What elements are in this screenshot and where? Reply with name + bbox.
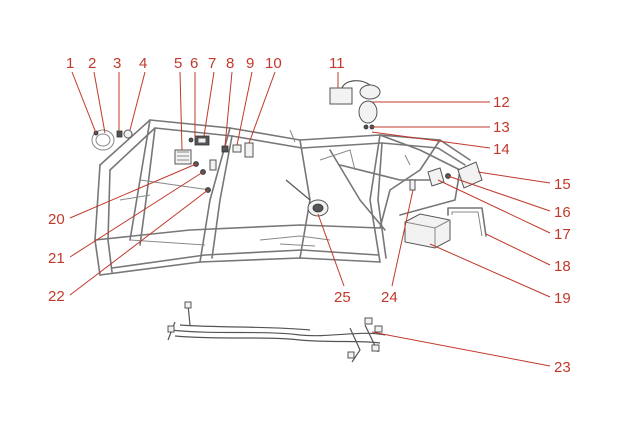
part-3-connector [116, 130, 123, 138]
callout-22: 22 [48, 288, 65, 305]
part-23-wiring-harness [167, 301, 386, 363]
callout-13: 13 [493, 119, 510, 136]
callout-12: 12 [493, 94, 510, 111]
callout-10: 10 [265, 55, 282, 72]
callout-labels: 1 2 3 4 5 6 7 8 9 10 11 12 13 14 15 16 1… [48, 55, 571, 376]
callout-18: 18 [554, 258, 571, 275]
callout-11: 11 [329, 55, 345, 72]
part-11-cdi [329, 80, 371, 105]
atv-frame [94, 119, 471, 276]
callout-17: 17 [554, 226, 571, 243]
part-6-7-ignition [188, 135, 210, 146]
callout-25: 25 [334, 289, 351, 306]
callout-19: 19 [554, 290, 571, 307]
part-15-plate [457, 161, 483, 189]
part-5-regulator [174, 149, 192, 165]
callout-9: 9 [246, 55, 254, 72]
callout-5: 5 [174, 55, 182, 72]
callout-15: 15 [554, 176, 571, 193]
callout-7: 7 [208, 55, 216, 72]
callout-21: 21 [48, 250, 65, 267]
part-19-battery [404, 213, 451, 249]
part-10-bracket [244, 142, 254, 158]
callout-24: 24 [381, 289, 398, 306]
callout-20: 20 [48, 211, 65, 228]
callout-1: 1 [66, 55, 74, 72]
callout-8: 8 [226, 55, 234, 72]
part-18-handle [447, 207, 487, 237]
part-24-fuse [409, 179, 416, 191]
callout-16: 16 [554, 204, 571, 221]
callout-2: 2 [88, 55, 96, 72]
callout-4: 4 [139, 55, 147, 72]
part-1-2-coil [91, 129, 115, 151]
part-25-horn [285, 179, 329, 217]
part-8-9-relay [221, 144, 242, 153]
callout-3: 3 [113, 55, 121, 72]
part-16-17-bolts [427, 167, 451, 187]
callout-6: 6 [190, 55, 198, 72]
callout-23: 23 [554, 359, 571, 376]
part-12-starter-relay [358, 84, 381, 124]
callout-14: 14 [493, 141, 510, 158]
leader-lines [69, 71, 551, 367]
part-4-nut [123, 129, 133, 139]
